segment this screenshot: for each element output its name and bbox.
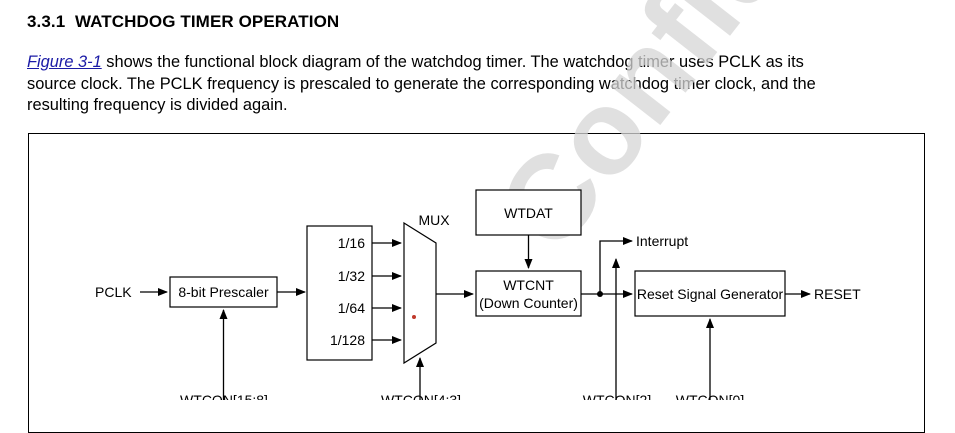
section-title: WATCHDOG TIMER OPERATION [74,12,340,31]
reset-output-label: RESET [814,286,861,302]
reset-generator-label: Reset Signal Generator [637,286,784,302]
section-number: 3.3.1 [27,12,66,31]
prescaler-label: 8-bit Prescaler [178,284,269,300]
wtdat-block [475,189,582,236]
prescaler-block [169,276,278,308]
paragraph-line-2: source clock. The PCLK frequency is pres… [27,74,816,93]
divider-option-1-128: 1/128 [330,332,365,348]
divider-block [306,225,373,361]
control-label-wtcon-0: WTCON[0] [676,392,744,400]
control-label-wtcon-2: WTCON[2] [583,392,651,400]
wtcnt-sublabel: (Down Counter) [479,295,578,311]
interrupt-label: Interrupt [636,233,688,249]
divider-option-1-32: 1/32 [338,268,365,284]
paragraph-line-1: shows the functional block diagram of th… [101,53,804,71]
paragraph-line-3: resulting frequency is divided again. [27,96,288,114]
body-paragraph: Figure 3-1 shows the functional block di… [27,52,932,117]
mux-dot [412,315,416,319]
figure-link[interactable]: Figure 3-1 [27,53,102,71]
pclk-label: PCLK [95,284,132,300]
divider-option-1-16: 1/16 [338,235,365,251]
control-label-wtcon-4-3: WTCON[4:3] [381,392,461,400]
wtdat-label: WTDAT [504,205,553,221]
divider-option-1-64: 1/64 [338,300,365,316]
wtcnt-label: WTCNT [503,277,554,293]
interrupt-path [599,237,633,294]
section-heading: 3.3.1 WATCHDOG TIMER OPERATION [27,12,339,32]
watchdog-block-diagram: PCLK 8-bit Prescaler 1/16 1/32 1/64 1/12… [95,189,861,400]
mux-shape [403,221,437,365]
control-label-wtcon-15-8: WTCON[15:8] [180,392,268,400]
mux-label: MUX [418,212,450,228]
